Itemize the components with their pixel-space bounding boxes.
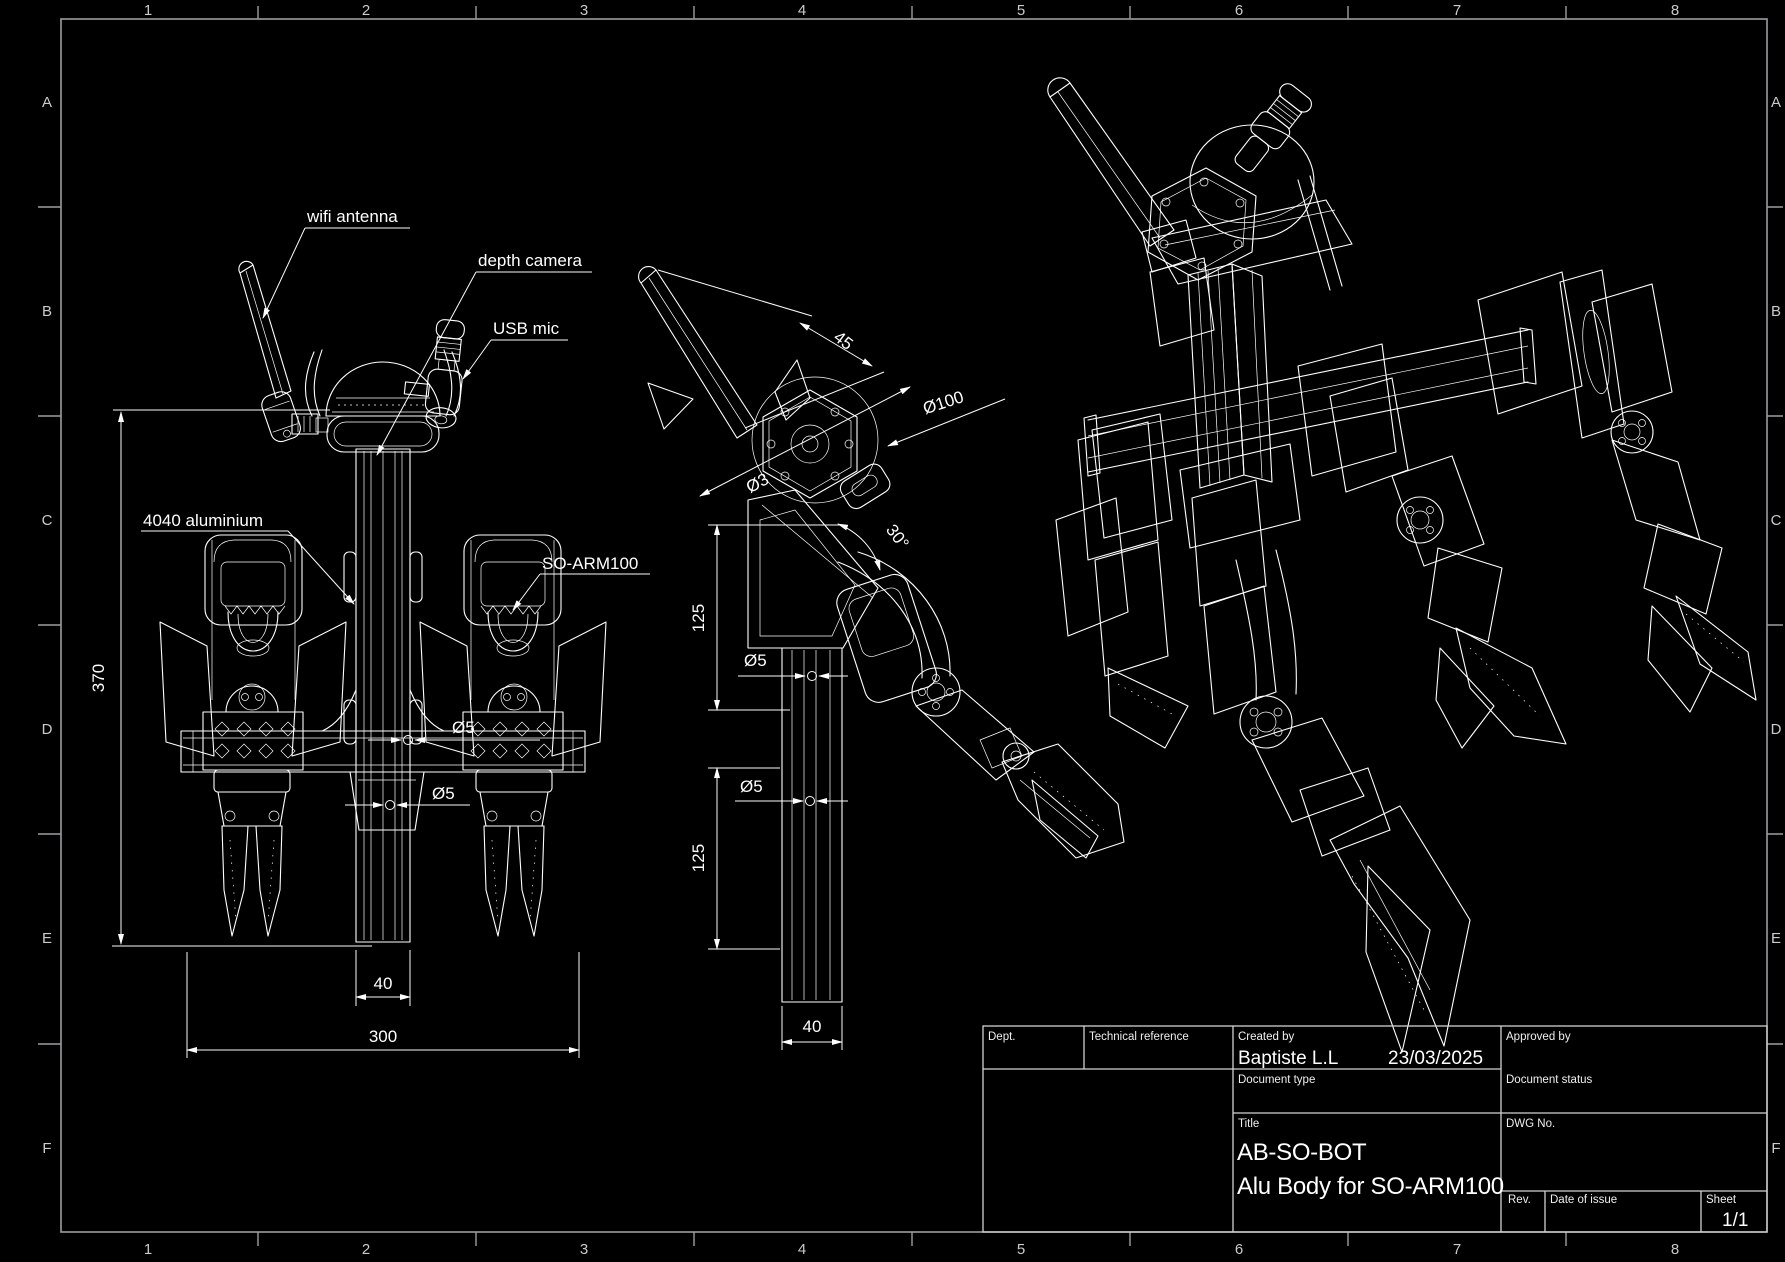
zone-col-label: 8 (1671, 2, 1679, 19)
svg-text:125: 125 (689, 604, 708, 632)
svg-text:Ø5: Ø5 (432, 784, 455, 803)
zone-col-label: 7 (1453, 2, 1461, 19)
zone-col-label: 3 (580, 1241, 588, 1258)
zone-col-label: 6 (1235, 1241, 1243, 1258)
svg-text:30°: 30° (882, 521, 913, 553)
svg-text:Ø5: Ø5 (740, 777, 763, 796)
side-robot (638, 266, 1125, 1003)
dim-side-125-lower: 125 (689, 767, 780, 950)
svg-text:4040 aluminium: 4040 aluminium (143, 511, 263, 530)
tb-dateissue-label: Date of issue (1550, 1194, 1617, 1206)
title-block: Dept. Technical reference Created by Bap… (982, 1025, 1768, 1233)
zone-row-label: F (1771, 1140, 1780, 1157)
zone-row-label: D (1771, 721, 1782, 738)
wifi-antenna-front (238, 260, 329, 443)
svg-text:45: 45 (830, 327, 857, 354)
svg-text:125: 125 (689, 844, 708, 872)
dim-side-dia100: Ø100 (887, 387, 1006, 447)
dim-side-30deg: 30° (837, 521, 913, 571)
zone-col-label: 2 (362, 1241, 370, 1258)
zone-row-label: D (42, 721, 53, 738)
tb-dept-label: Dept. (988, 1031, 1016, 1043)
zone-row-label: F (42, 1140, 51, 1157)
zone-row-label: A (1771, 94, 1781, 111)
tb-sheet-value: 1/1 (1722, 1210, 1748, 1231)
tb-sheet-label: Sheet (1706, 1194, 1737, 1206)
svg-text:Ø5: Ø5 (452, 718, 475, 737)
dim-front-height-370: 370 (89, 409, 330, 945)
zone-col-label: 5 (1017, 1241, 1025, 1258)
dim-side-hole-lower: Ø5 (735, 777, 848, 806)
dim-front-hole-bottom: Ø5 (345, 784, 470, 810)
svg-text:wifi antenna: wifi antenna (306, 207, 398, 226)
zone-col-label: 6 (1235, 2, 1243, 19)
tb-title-line2: Alu Body for SO-ARM100 (1237, 1173, 1504, 1200)
profile-4040-label: 4040 aluminium (141, 511, 355, 605)
tb-dwg-label: DWG No. (1506, 1118, 1555, 1130)
svg-text:40: 40 (803, 1017, 822, 1036)
zone-row-label: B (1771, 303, 1781, 320)
zone-col-label: 8 (1671, 1241, 1679, 1258)
dim-side-125-upper: 125 (689, 524, 845, 711)
tb-rev-label: Rev. (1508, 1194, 1531, 1206)
dim-front-hole-top: Ø5 (368, 718, 540, 745)
depth-camera-label: depth camera (376, 251, 592, 456)
zone-col-label: 4 (798, 1241, 806, 1258)
svg-text:370: 370 (89, 664, 108, 692)
so-arm100-label: SO-ARM100 (512, 554, 650, 611)
front-view: wifi antenna depth camera USB mic 4040 a… (89, 207, 650, 1058)
usb-mic-front (403, 319, 465, 429)
zone-row-label: E (1771, 930, 1781, 947)
tb-doctype-label: Document type (1238, 1074, 1315, 1086)
tb-docstatus-label: Document status (1506, 1074, 1593, 1086)
zone-row-label: E (42, 930, 52, 947)
dim-side-hole-upper: Ø5 (738, 651, 848, 681)
zone-col-label: 5 (1017, 2, 1025, 19)
dim-front-column-40: 40 (355, 950, 411, 1006)
svg-text:SO-ARM100: SO-ARM100 (542, 554, 638, 573)
dim-side-40: 40 (781, 1006, 843, 1050)
tb-title-line1: AB-SO-BOT (1237, 1139, 1367, 1166)
tb-created-value: Baptiste L.L (1238, 1048, 1338, 1069)
zone-row-label: C (1771, 512, 1782, 529)
svg-text:Ø5: Ø5 (744, 651, 767, 670)
zone-col-label: 2 (362, 2, 370, 19)
svg-text:Ø100: Ø100 (921, 387, 966, 418)
dim-front-span-300: 300 (186, 952, 580, 1058)
svg-text:300: 300 (369, 1027, 397, 1046)
zone-row-label: A (42, 94, 52, 111)
tb-title-label: Title (1238, 1118, 1259, 1130)
svg-text:40: 40 (374, 974, 393, 993)
zone-col-label: 4 (798, 2, 806, 19)
tb-created-label: Created by (1238, 1031, 1295, 1043)
zone-col-label: 1 (144, 1241, 152, 1258)
front-robot (112, 260, 607, 947)
tb-techref-label: Technical reference (1089, 1031, 1189, 1043)
wifi-antenna-label: wifi antenna (262, 207, 410, 319)
zone-col-label: 3 (580, 2, 588, 19)
tb-created-date: 23/03/2025 (1388, 1048, 1483, 1069)
usb-mic-label: USB mic (462, 319, 568, 380)
zone-row-label: C (42, 512, 53, 529)
svg-text:depth camera: depth camera (478, 251, 582, 270)
tb-approved-label: Approved by (1506, 1031, 1571, 1043)
zone-col-label: 1 (144, 2, 152, 19)
zone-col-label: 7 (1453, 1241, 1461, 1258)
svg-text:USB mic: USB mic (493, 319, 560, 338)
side-view: 45 Ø100 Ø3 30° 125 125 Ø5 Ø5 4 (638, 266, 1125, 1050)
zone-row-label: B (42, 303, 52, 320)
iso-view (1047, 77, 1757, 1053)
dim-side-45: 45 (657, 269, 885, 429)
sheet-frame: 1 2 3 4 5 6 7 8 1 2 3 4 5 6 7 8 A B C D … (38, 2, 1783, 1258)
